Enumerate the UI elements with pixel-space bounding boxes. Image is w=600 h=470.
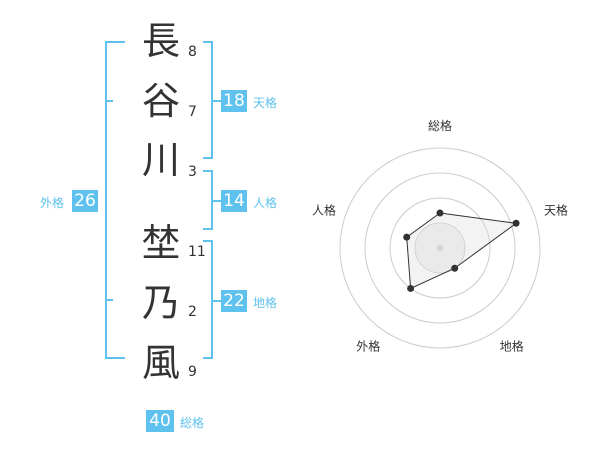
stroke-count-6: 9	[188, 364, 197, 380]
soukaku-value: 40	[146, 410, 174, 432]
chikaku-value: 22	[221, 290, 247, 312]
radar-polygon	[406, 212, 518, 290]
radar-ring-4	[339, 147, 541, 349]
chikaku-bracket-tick	[211, 300, 221, 302]
radar-axis-label-4: 外格	[356, 339, 380, 354]
radar-point-4	[407, 284, 415, 292]
radar-center	[437, 245, 443, 251]
kanji-char-3: 川	[141, 138, 180, 182]
tenkaku-bracket-top	[203, 41, 213, 43]
jinkaku-bracket-top	[203, 170, 213, 172]
chikaku-bracket-top	[203, 240, 213, 242]
radar-point-5	[403, 233, 411, 241]
stroke-count-1: 8	[188, 44, 197, 60]
jinkaku-value: 14	[221, 190, 247, 212]
stroke-count-3: 3	[188, 164, 197, 180]
chikaku-label: 地格	[253, 296, 278, 310]
jinkaku-bracket-tick	[211, 200, 221, 202]
soukaku-label: 総格	[180, 416, 205, 430]
gaikaku-bracket-mid1	[105, 100, 113, 102]
chikaku-bracket-bottom	[203, 357, 213, 359]
jinkaku-bracket-bottom	[203, 228, 213, 230]
tenkaku-value: 18	[221, 90, 247, 112]
kanji-char-5: 乃	[141, 281, 180, 325]
radar-point-3	[451, 264, 459, 272]
gaikaku-bracket-top	[105, 41, 125, 43]
gaikaku-value: 26	[72, 190, 98, 212]
radar-axis-label-3: 地格	[500, 339, 524, 354]
jinkaku-label: 人格	[253, 196, 278, 210]
radar-axis-label-2: 天格	[544, 202, 568, 217]
tenkaku-bracket-tick	[211, 100, 221, 102]
radar-ring-2	[389, 197, 491, 299]
stroke-count-4: 11	[188, 244, 206, 260]
gaikaku-label: 外格	[40, 196, 65, 210]
kanji-char-2: 谷	[141, 79, 180, 123]
kanji-char-1: 長	[141, 19, 180, 63]
stroke-count-2: 7	[188, 104, 197, 120]
tenkaku-label: 天格	[253, 96, 278, 110]
stroke-count-5: 2	[188, 304, 197, 320]
radar-axis-label-5: 人格	[312, 202, 336, 217]
gaikaku-bracket-mid2	[105, 299, 113, 301]
kanji-char-6: 風	[141, 341, 180, 385]
chikaku-bracket-vertical	[211, 240, 213, 359]
radar-point-1	[436, 209, 444, 217]
radar-axis-label-1: 総格	[428, 118, 452, 133]
radar-point-2	[512, 219, 520, 227]
kanji-char-4: 埜	[141, 221, 180, 265]
gaikaku-bracket-vertical	[105, 41, 107, 359]
tenkaku-bracket-bottom	[203, 157, 213, 159]
gaikaku-bracket-bottom	[105, 357, 125, 359]
radar-ring-3	[364, 172, 516, 324]
